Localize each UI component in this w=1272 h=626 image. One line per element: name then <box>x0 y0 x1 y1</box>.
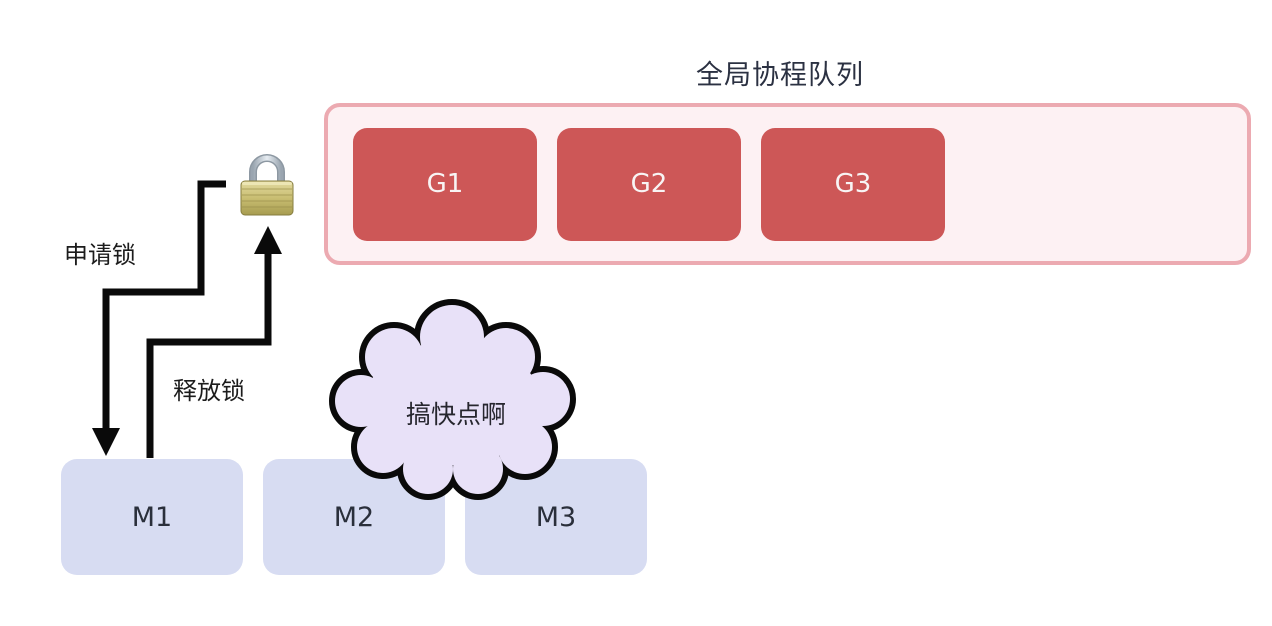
machine-label: M2 <box>333 501 375 533</box>
release-lock-arrow <box>146 226 282 458</box>
acquire-lock-arrow <box>92 180 226 456</box>
goroutine-box-g1: G1 <box>353 127 537 241</box>
release-lock-label: 释放锁 <box>173 377 245 405</box>
cloud-text: 搞快点啊 <box>405 400 506 429</box>
goroutine-label: G3 <box>834 169 872 199</box>
acquire-lock-label: 申请锁 <box>64 241 136 269</box>
goroutine-label: G1 <box>426 169 464 199</box>
goroutine-box-g3: G3 <box>761 127 945 241</box>
machine-box-m3: M3 <box>465 459 647 575</box>
cloud-bubble <box>329 299 576 500</box>
goroutine-box-g2: G2 <box>557 127 741 241</box>
machine-box-m1: M1 <box>61 459 243 575</box>
padlock-icon <box>240 154 294 216</box>
machine-label: M3 <box>535 501 577 533</box>
goroutine-label: G2 <box>630 169 668 199</box>
queue-title: 全局协程队列 <box>696 60 864 91</box>
machine-label: M1 <box>131 501 173 533</box>
global-goroutine-queue: G1 G2 G3 <box>324 103 1251 265</box>
